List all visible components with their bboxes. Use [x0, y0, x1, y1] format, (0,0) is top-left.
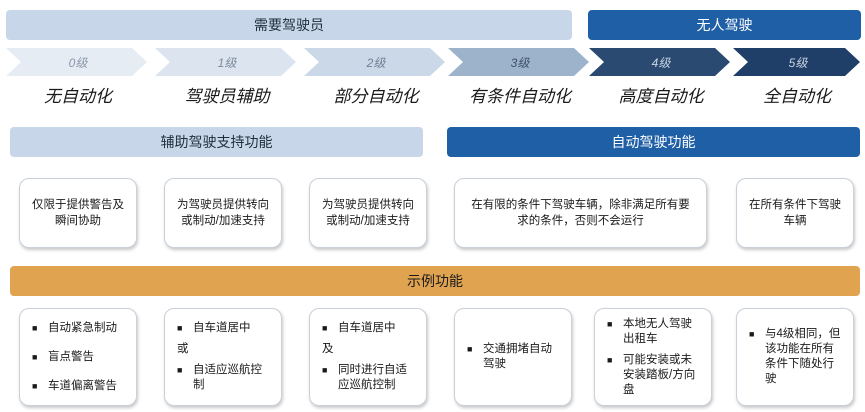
- auto-function-label: 自动驾驶功能: [611, 134, 696, 150]
- desc-level-2-text: 为驾驶员提供转向或制动/加速支持: [322, 199, 414, 227]
- bullet-icon: ■: [467, 344, 473, 354]
- assist-function-band: 辅助驾驶支持功能: [10, 127, 423, 157]
- list-item: ■本地无人驾驶出租车: [607, 317, 692, 345]
- level-4-name: 高度自动化: [618, 87, 704, 106]
- level-3-tag: 3级: [511, 56, 531, 70]
- list-conjunction: 及: [322, 343, 334, 355]
- example-level-5: ■与4级相同，但该功能在所有条件下随处行驶: [736, 308, 854, 406]
- examples-band: 示例功能: [10, 266, 860, 296]
- chevron-level-0: 0级: [6, 48, 147, 76]
- desc-level-1: 为驾驶员提供转向或制动/加速支持: [164, 178, 282, 248]
- desc-level-2: 为驾驶员提供转向或制动/加速支持: [309, 178, 427, 248]
- examples-title: 示例功能: [407, 273, 463, 289]
- desc-level-3-4-text: 在有限的条件下驾驶车辆，除非满足所有要求的条件，否则不会运行: [471, 199, 690, 227]
- list-item: ■可能安装或未安装踏板/方向盘: [607, 353, 696, 396]
- bullet-icon: ■: [177, 323, 183, 333]
- level-3-name: 有条件自动化: [469, 87, 571, 106]
- example-level-1: ■自车道居中 或 ■自适应巡航控制: [164, 308, 282, 406]
- desc-level-5: 在所有条件下驾驶车辆: [736, 178, 854, 248]
- desc-level-5-text: 在所有条件下驾驶车辆: [749, 199, 841, 227]
- bullet-icon: ■: [749, 329, 755, 339]
- chevron-level-5: 5级: [733, 48, 860, 76]
- no-driver-label: 无人驾驶: [696, 17, 753, 33]
- chevron-level-3: 3级: [448, 48, 589, 76]
- example-level-4-list: ■本地无人驾驶出租车 ■可能安装或未安装踏板/方向盘: [607, 311, 699, 404]
- level-5-tag: 5级: [789, 56, 809, 70]
- bullet-icon: ■: [32, 380, 38, 391]
- bullet-icon: ■: [322, 365, 328, 375]
- chevron-level-2: 2级: [304, 48, 445, 76]
- auto-function-band: 自动驾驶功能: [447, 127, 860, 157]
- level-4-tag: 4级: [652, 56, 672, 70]
- list-item: ■与4级相同，但该功能在所有条件下随处行驶: [749, 328, 841, 385]
- example-level-3-list: ■交通拥堵自动驾驶: [467, 336, 559, 378]
- list-item: ■车道偏离警告: [32, 379, 117, 392]
- example-level-5-list: ■与4级相同，但该功能在所有条件下随处行驶: [749, 321, 841, 393]
- list-item: ■自车道居中: [177, 322, 251, 334]
- assist-function-label: 辅助驾驶支持功能: [160, 134, 273, 150]
- desc-level-1-text: 为驾驶员提供转向或制动/加速支持: [177, 199, 269, 227]
- bullet-icon: ■: [32, 351, 38, 362]
- level-2-name: 部分自动化: [333, 87, 419, 106]
- desc-level-3-4: 在有限的条件下驾驶车辆，除非满足所有要求的条件，否则不会运行: [454, 178, 707, 248]
- level-chevrons: 0级 1级 2级 3级 4级 5级: [6, 48, 860, 76]
- list-conjunction: 或: [177, 343, 189, 355]
- no-driver-band: 无人驾驶: [588, 10, 861, 40]
- list-item: ■自车道居中: [322, 322, 396, 334]
- level-1-name: 驾驶员辅助: [184, 87, 270, 106]
- need-driver-label: 需要驾驶员: [254, 17, 324, 33]
- chevron-level-4: 4级: [589, 48, 730, 76]
- list-item: ■自适应巡航控制: [177, 364, 262, 391]
- example-level-0: ■自动紧急制动 ■盲点警告 ■车道偏离警告: [19, 308, 137, 406]
- bullet-icon: ■: [32, 322, 38, 333]
- bullet-icon: ■: [607, 354, 613, 365]
- example-level-2: ■自车道居中 及 ■同时进行自适应巡航控制: [309, 308, 427, 406]
- level-5-name: 全自动化: [763, 87, 831, 106]
- list-item: ■自动紧急制动: [32, 321, 117, 334]
- example-level-1-list: ■自车道居中 或 ■自适应巡航控制: [177, 315, 269, 399]
- list-item: ■同时进行自适应巡航控制: [322, 364, 407, 391]
- example-level-4: ■本地无人驾驶出租车 ■可能安装或未安装踏板/方向盘: [594, 308, 712, 406]
- bullet-icon: ■: [607, 318, 613, 329]
- level-0-tag: 0级: [69, 56, 89, 70]
- list-item: ■盲点警告: [32, 350, 94, 363]
- example-level-3: ■交通拥堵自动驾驶: [454, 308, 572, 406]
- level-0-name: 无自动化: [44, 87, 112, 106]
- chevron-level-1: 1级: [155, 48, 296, 76]
- bullet-icon: ■: [177, 365, 183, 375]
- desc-level-0: 仅限于提供警告及瞬间协助: [19, 178, 137, 248]
- level-2-tag: 2级: [366, 56, 387, 70]
- level-1-tag: 1级: [218, 56, 238, 70]
- list-item: ■交通拥堵自动驾驶: [467, 343, 552, 370]
- example-level-0-list: ■自动紧急制动 ■盲点警告 ■车道偏离警告: [32, 315, 117, 400]
- need-driver-band: 需要驾驶员: [6, 10, 572, 40]
- desc-level-0-text: 仅限于提供警告及瞬间协助: [32, 199, 124, 227]
- example-level-2-list: ■自车道居中 及 ■同时进行自适应巡航控制: [322, 315, 414, 399]
- bullet-icon: ■: [322, 323, 328, 333]
